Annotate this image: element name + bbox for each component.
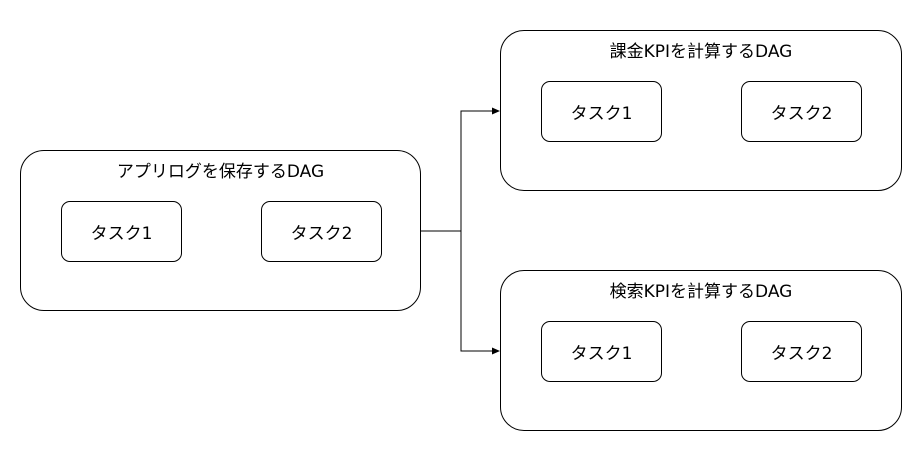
task-node-1[interactable]: タスク1	[61, 201, 182, 262]
task-node-1[interactable]: タスク1	[541, 321, 662, 382]
dag-title: 課金KPIを計算するDAG	[609, 42, 793, 62]
dag-search-kpi[interactable]: 検索KPIを計算するDAG タスク1 タスク2	[500, 270, 902, 431]
task-node-1[interactable]: タスク1	[541, 81, 662, 142]
task-node-2[interactable]: タスク2	[261, 201, 382, 262]
dag-title: 検索KPIを計算するDAG	[609, 282, 793, 302]
dag-app-log-save[interactable]: アプリログを保存するDAG タスク1 タスク2	[20, 150, 421, 311]
dag-title: アプリログを保存するDAG	[116, 162, 325, 182]
source-to-billing-connector	[421, 107, 500, 232]
task-node-2[interactable]: タスク2	[741, 321, 862, 382]
source-to-search-connector	[421, 230, 500, 355]
dag-billing-kpi[interactable]: 課金KPIを計算するDAG タスク1 タスク2	[500, 30, 902, 191]
task-node-2[interactable]: タスク2	[741, 81, 862, 142]
